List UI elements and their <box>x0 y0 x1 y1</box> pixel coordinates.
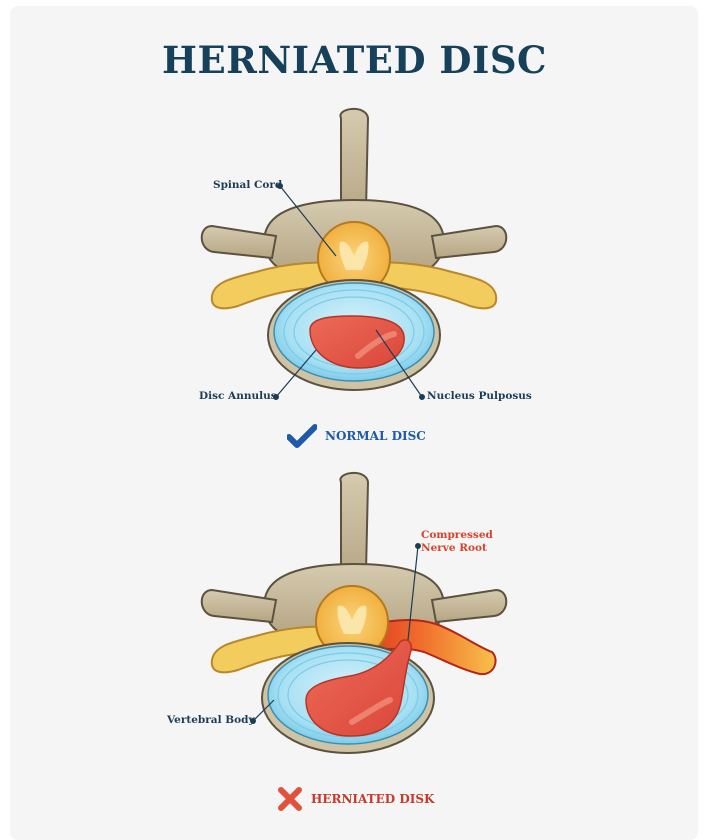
cross-icon <box>277 786 303 812</box>
normal-vertebra <box>202 109 507 390</box>
label-compressed-line1: Compressed <box>421 529 493 542</box>
status-herniated-label: HERNIATED DISK <box>311 792 434 806</box>
label-spinal-cord: Spinal Cord <box>213 179 282 191</box>
status-normal-label: NORMAL DISC <box>325 429 426 443</box>
label-disc-annulus: Disc Annulus <box>199 390 277 402</box>
label-nucleus-pulposus: Nucleus Pulposus <box>427 390 532 402</box>
checkmark-icon <box>287 424 317 448</box>
herniated-vertebra <box>202 473 507 753</box>
status-normal-disc: NORMAL DISC <box>287 424 426 448</box>
label-vertebral-body: Vertebral Body <box>167 714 255 726</box>
label-compressed-line2: Nerve Root <box>421 542 493 555</box>
label-compressed-nerve-root: Compressed Nerve Root <box>421 529 493 555</box>
status-herniated-disk: HERNIATED DISK <box>277 786 434 812</box>
